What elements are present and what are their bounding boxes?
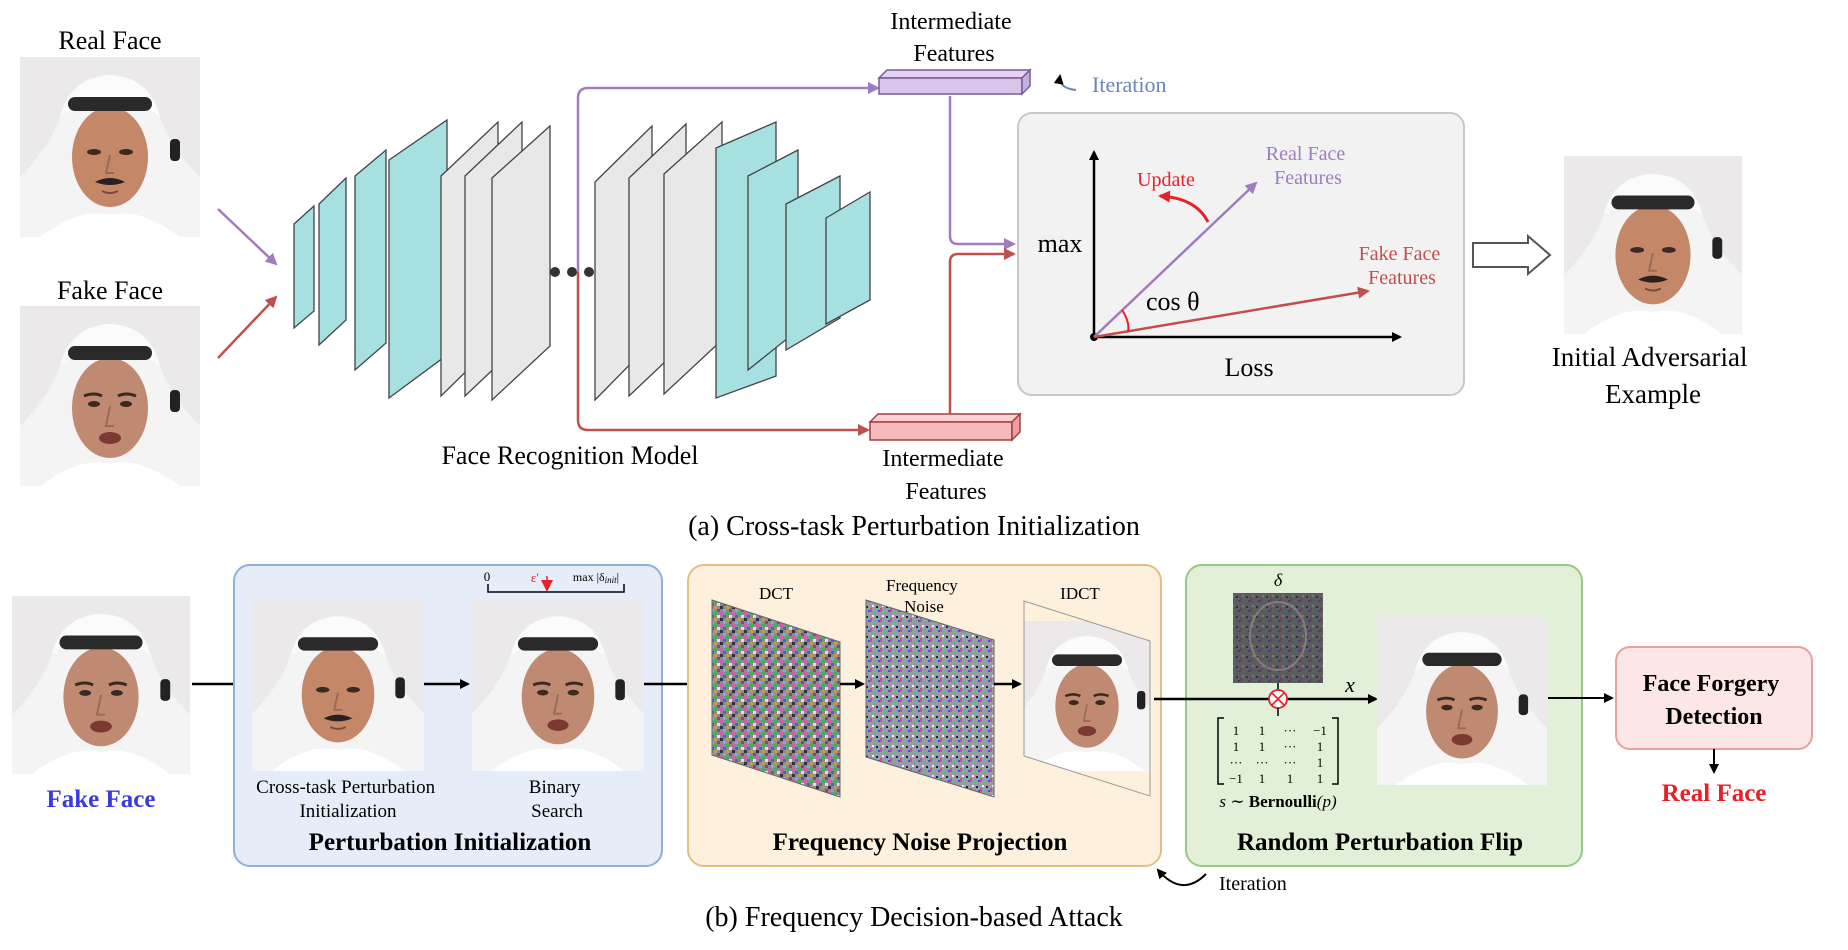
iteration-label-bottom: Iteration xyxy=(1219,873,1287,895)
detector-label: Face Forgery Detection xyxy=(1643,671,1786,730)
fake-input-arrow xyxy=(217,295,278,359)
real-features-label: Real Face Features xyxy=(1266,143,1350,189)
iteration-label-top: Iteration xyxy=(1092,72,1167,97)
matrix-cell: ··· xyxy=(1284,739,1297,754)
top-features-block xyxy=(877,68,1032,96)
output-arrow xyxy=(1472,233,1552,277)
iteration-loop-icon xyxy=(1053,74,1077,91)
matrix-cell: ··· xyxy=(1256,755,1269,770)
matrix-cell: ··· xyxy=(1284,755,1297,770)
bottom-features-label: Intermediate Features xyxy=(882,446,1009,505)
frequency-noise-plane xyxy=(865,599,995,798)
top-features-label: Intermediate Features xyxy=(890,9,1017,67)
bottom-features-block xyxy=(868,412,1022,442)
fake-face-image xyxy=(19,306,201,486)
iteration-loop-icon-bottom xyxy=(1156,868,1207,886)
fake-face-label: Fake Face xyxy=(57,276,163,305)
bottom-to-plot-connector xyxy=(948,248,1016,414)
max-label: max xyxy=(1038,229,1083,258)
random-perturbation-flip-title: Random Perturbation Flip xyxy=(1237,829,1523,856)
matrix-cell: 1 xyxy=(1317,771,1324,786)
scale-min: 0 xyxy=(484,569,491,584)
matrix-cell: ··· xyxy=(1230,755,1243,770)
section-b: Fake Face Cross-task Perturbation Initia… xyxy=(11,564,1813,933)
input-fake-face-image xyxy=(11,596,191,774)
frequency-noise-projection-title: Frequency Noise Projection xyxy=(773,829,1068,856)
binary-search-image xyxy=(472,599,644,771)
real-face-image xyxy=(19,57,201,237)
section-b-caption: (b) Frequency Decision-based Attack xyxy=(705,902,1123,933)
matrix-cell: 1 xyxy=(1259,739,1266,754)
angle-arc xyxy=(1121,309,1130,333)
update-arrow xyxy=(1158,190,1210,223)
section-a-caption: (a) Cross-task Perturbation Initializati… xyxy=(688,511,1140,542)
scale-max: max |δinit| xyxy=(573,570,619,585)
perturbation-initialization-box: Cross-task Perturbation Initialization B… xyxy=(233,564,663,867)
delta-label: δ xyxy=(1274,570,1283,590)
real-feature-vector xyxy=(1093,181,1258,338)
top-feature-connector xyxy=(576,82,880,272)
real-face-label: Real Face xyxy=(58,26,161,55)
face-forgery-detector: Face Forgery Detection xyxy=(1615,646,1813,750)
bernoulli-label: s ∼ Bernoulli(p) xyxy=(1219,792,1337,811)
dct-label: DCT xyxy=(759,584,794,603)
idct-label: IDCT xyxy=(1060,584,1100,603)
similarity-plot-panel: max Loss cos θ Update Real Face Features… xyxy=(1017,112,1465,396)
update-label: Update xyxy=(1137,169,1195,191)
dct-noise-plane xyxy=(711,599,841,798)
matrix-cell: 1 xyxy=(1317,755,1324,770)
matrix-cell: 1 xyxy=(1317,739,1324,754)
matrix-cell: 1 xyxy=(1287,771,1294,786)
face-recognition-model xyxy=(293,118,871,402)
matrix-cell: ··· xyxy=(1284,723,1297,738)
cross-task-label: Cross-task Perturbation Initialization xyxy=(256,777,440,822)
matrix-cell: 1 xyxy=(1233,723,1240,738)
initial-adversarial-label: Initial Adversarial Example xyxy=(1552,342,1754,409)
cross-task-init-image xyxy=(252,599,424,771)
frequency-noise-projection-box: DCT Frequency Noise IDCT Frequency Noise… xyxy=(687,564,1162,867)
flipped-face-image xyxy=(1376,615,1548,785)
perturbation-initialization-title: Perturbation Initialization xyxy=(309,829,592,856)
matrix-cell: −1 xyxy=(1229,771,1243,786)
fake-feature-vector xyxy=(1093,286,1370,339)
input-fake-face-label: Fake Face xyxy=(47,786,156,813)
section-a: Real Face Fake Face xyxy=(19,9,1754,542)
fake-features-label: Fake Face Features xyxy=(1359,243,1446,289)
matrix-cell: −1 xyxy=(1313,723,1327,738)
bottom-feature-connector xyxy=(576,272,870,436)
real-input-arrow xyxy=(217,208,278,266)
top-to-plot-connector xyxy=(948,96,1016,250)
scale-epsilon: ε′ xyxy=(531,570,539,585)
model-label: Face Recognition Model xyxy=(441,441,698,470)
matrix-cell: 1 xyxy=(1233,739,1240,754)
binary-search-label: Binary Search xyxy=(529,777,585,822)
matrix-cell: 1 xyxy=(1259,771,1266,786)
matrix-cell: 1 xyxy=(1259,723,1266,738)
frequency-noise-label: Frequency Noise xyxy=(886,576,962,616)
x-label: x xyxy=(1344,672,1355,697)
loss-label: Loss xyxy=(1224,353,1273,382)
result-real-face-label: Real Face xyxy=(1662,780,1767,807)
idct-face-image xyxy=(1024,619,1150,773)
cos-theta-label: cos θ xyxy=(1146,287,1200,316)
binary-search-scale: 0 ε′ max |δinit| xyxy=(484,569,625,593)
initial-adversarial-image xyxy=(1563,156,1743,334)
